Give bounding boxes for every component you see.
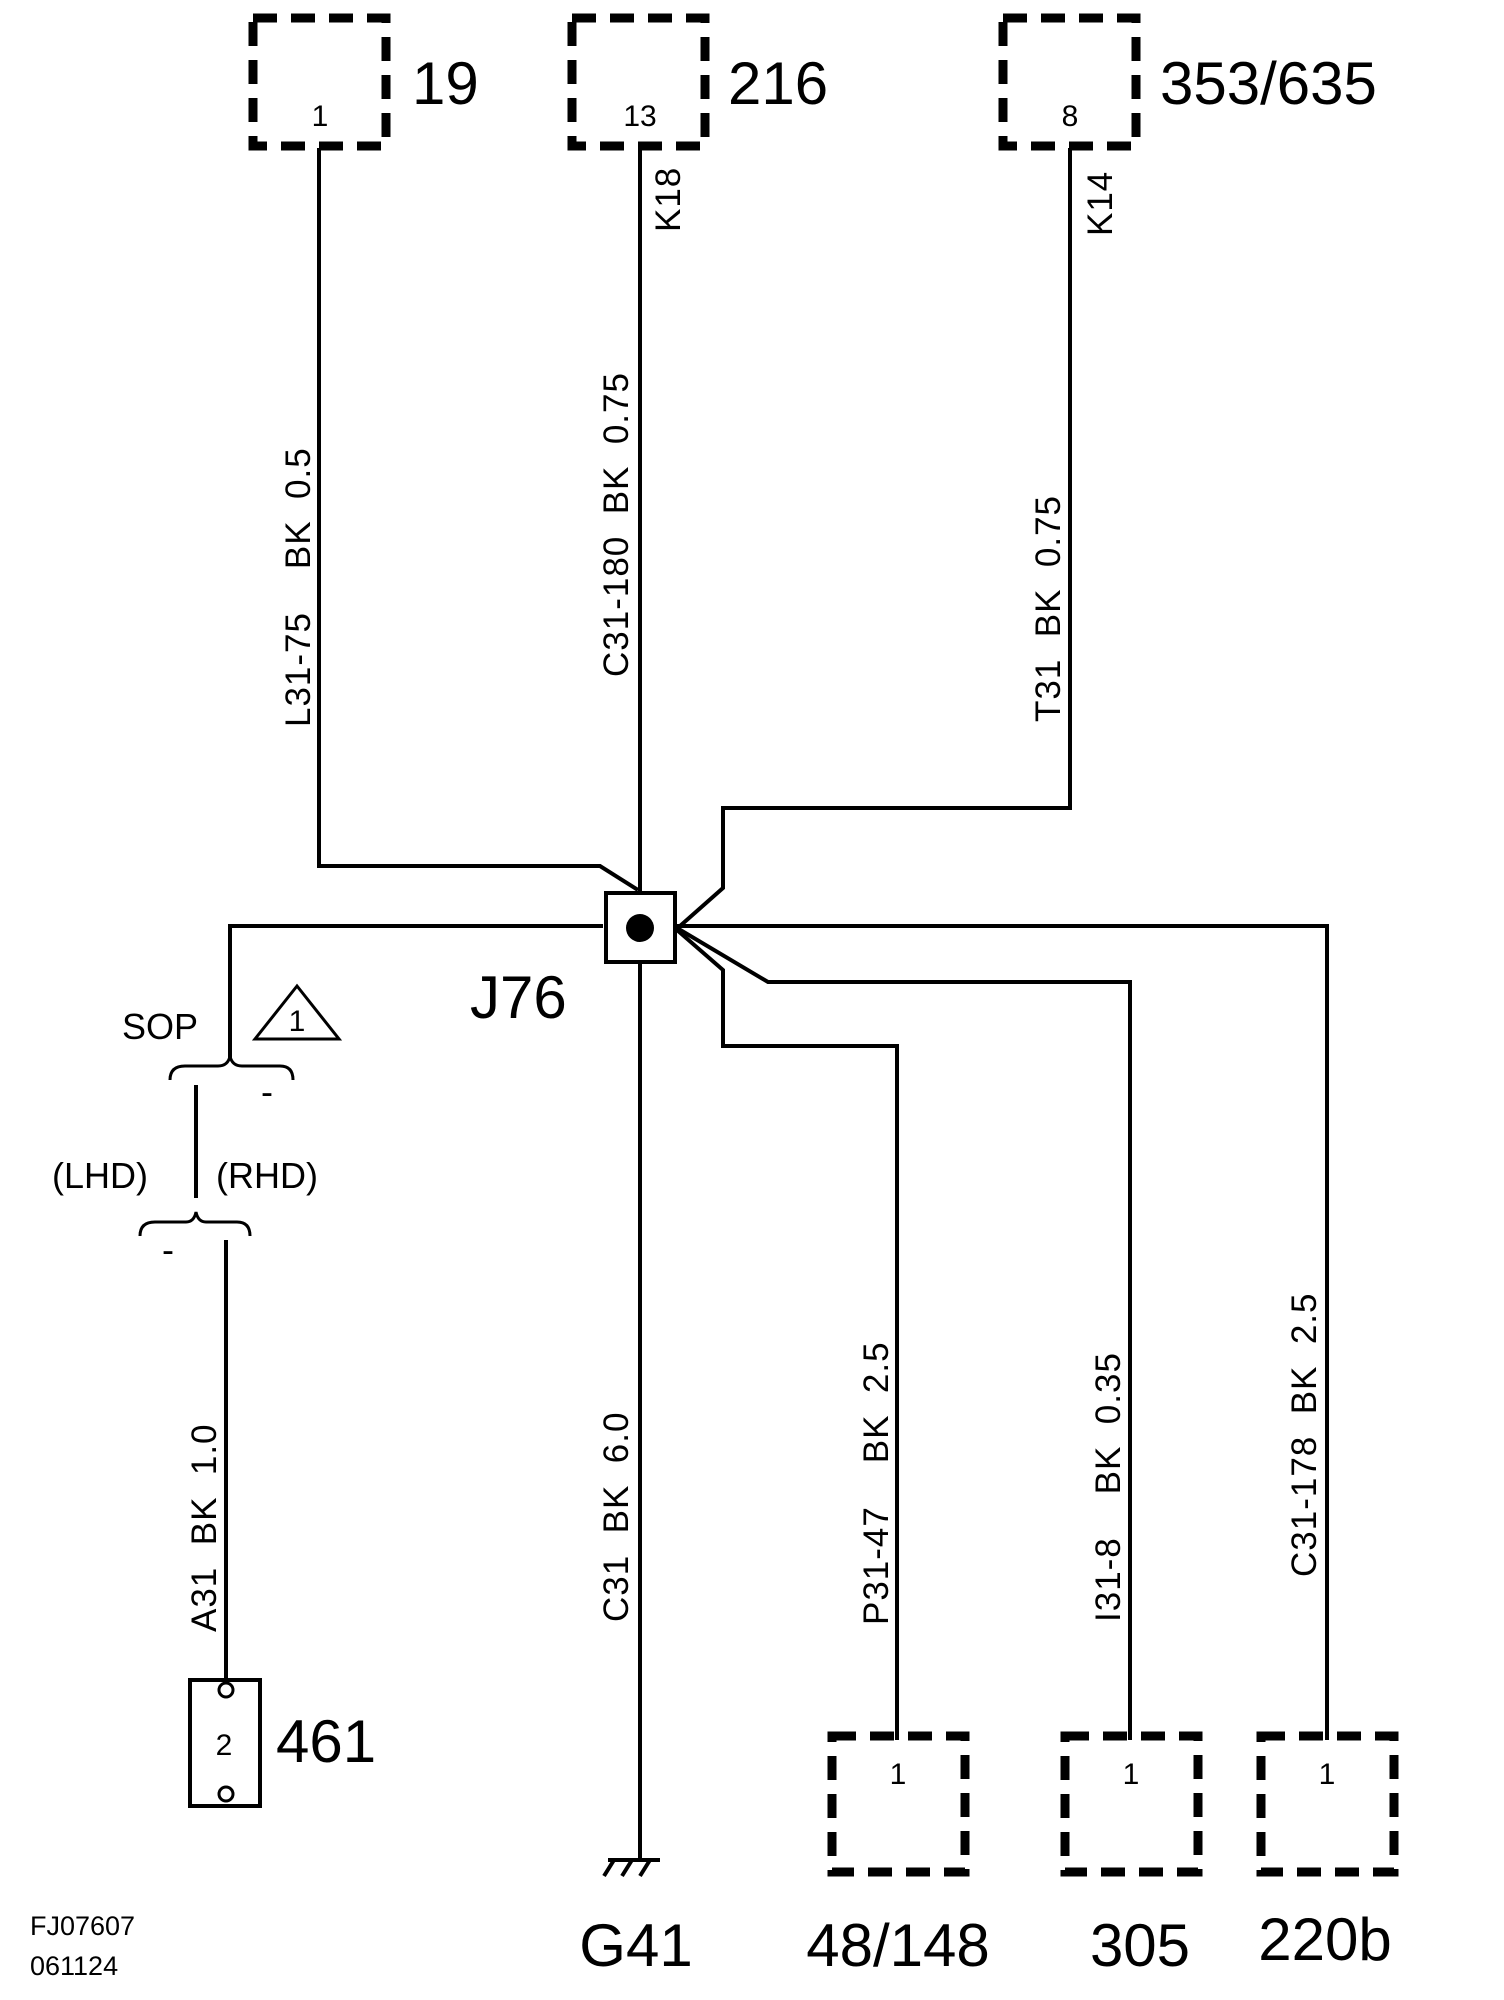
splice-j76-label: J76 — [470, 964, 567, 1031]
wire-220b[interactable] — [677, 924, 1329, 1740]
doc-date: 061124 — [30, 1951, 118, 1981]
connector-305[interactable]: 1 305 — [1060, 1731, 1203, 1979]
connector-220b-pin: 1 — [1319, 1758, 1336, 1791]
connector-48-148-pin: 1 — [890, 1758, 907, 1791]
connector-305-pin: 1 — [1123, 1758, 1140, 1791]
connector-353-635-pin: 8 — [1062, 100, 1079, 133]
component-461-label: 461 — [276, 1708, 376, 1775]
dash-bottom: - — [162, 1229, 174, 1270]
connector-48-148[interactable]: 1 48/148 — [806, 1731, 990, 1979]
rhd-label: (RHD) — [216, 1155, 318, 1196]
wire-353-tag: K14 — [1081, 171, 1120, 236]
connector-216-pin: 13 — [623, 100, 656, 133]
wire-48-148[interactable] — [675, 928, 899, 1740]
connector-220b-label: 220b — [1258, 1906, 1391, 1973]
wire-353-label: T31 BK 0.75 — [1029, 495, 1068, 722]
ground-g41[interactable]: G41 — [579, 1858, 693, 1979]
connector-19[interactable]: 1 19 — [248, 13, 479, 151]
wire-g41-label: C31 BK 6.0 — [597, 1412, 636, 1622]
wire-305[interactable] — [675, 926, 1132, 1740]
wire-353[interactable] — [678, 148, 1072, 928]
wire-461-upper[interactable] — [228, 924, 603, 1060]
wire-216-tag: K18 — [649, 167, 688, 232]
connector-216-label: 216 — [728, 50, 828, 117]
doc-code: FJ07607 — [30, 1911, 135, 1941]
wire-220b-label: C31-178 BK 2.5 — [1285, 1293, 1324, 1578]
connector-48-148-label: 48/148 — [806, 1912, 990, 1979]
wire-48-148-label: P31-47 BK 2.5 — [857, 1341, 896, 1625]
wire-305-label: I31-8 BK 0.35 — [1089, 1352, 1128, 1622]
connector-353-635-label: 353/635 — [1160, 50, 1377, 117]
note-1-number: 1 — [289, 1005, 306, 1038]
ground-g41-label: G41 — [579, 1912, 692, 1979]
connector-305-label: 305 — [1090, 1912, 1190, 1979]
connector-216[interactable]: 13 216 — [567, 13, 828, 151]
wire-19[interactable] — [317, 148, 640, 892]
wire-461-label: A31 BK 1.0 — [185, 1423, 224, 1632]
splice-j76[interactable]: J76 — [470, 891, 677, 1031]
component-461-pin: 2 — [216, 1729, 233, 1762]
wire-216-label: C31-180 BK 0.75 — [597, 372, 636, 677]
dash-top: - — [261, 1071, 273, 1112]
sop-label: SOP — [122, 1006, 198, 1047]
lhd-label: (LHD) — [52, 1155, 148, 1196]
variant-selector: SOP 1 - (LHD) (RHD) - — [52, 983, 343, 1270]
connector-19-label: 19 — [412, 50, 479, 117]
component-461[interactable]: 2 461 — [188, 1678, 376, 1808]
connector-220b[interactable]: 1 220b — [1256, 1731, 1399, 1973]
note-1-icon: 1 — [251, 983, 343, 1041]
connector-19-pin: 1 — [312, 100, 329, 133]
wire-19-label: L31-75 BK 0.5 — [279, 447, 318, 727]
connector-353-635[interactable]: 8 353/635 — [998, 13, 1377, 151]
